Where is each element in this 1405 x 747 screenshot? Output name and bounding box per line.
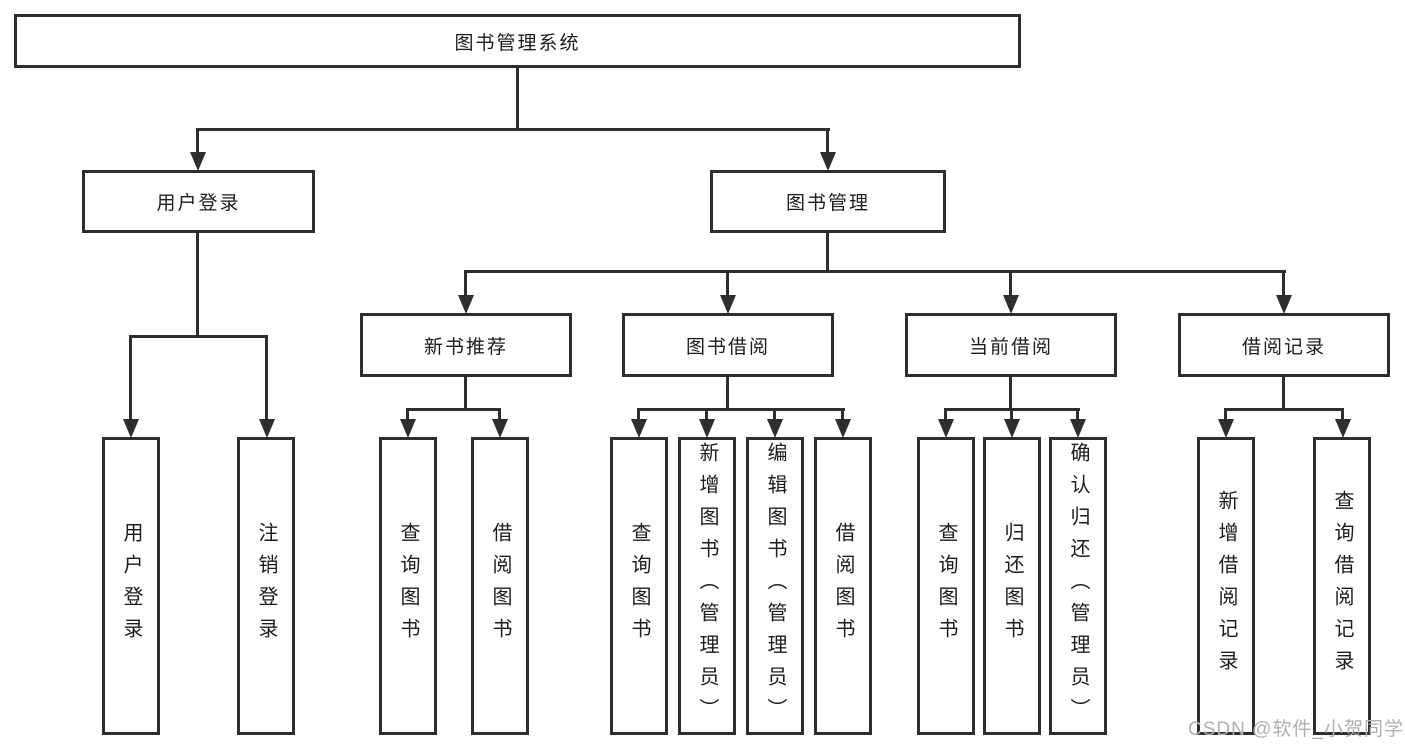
connector-drop-leaf [265, 335, 268, 423]
node-borrow-records: 借阅记录 [1178, 313, 1390, 377]
leaf-borrow-books: 借阅图书 [814, 437, 872, 735]
leaf-add-book-admin: 新增图书（管理员） [678, 437, 736, 735]
leaf-query-borrow-record: 查询借阅记录 [1313, 437, 1371, 735]
node-user-login: 用户登录 [82, 170, 315, 233]
node-book-management: 图书管理 [710, 170, 946, 233]
connector-mgmt-hline [464, 270, 1286, 273]
connector-recommend-hline [406, 408, 501, 411]
arrow-down-icon [820, 152, 836, 171]
arrow-down-icon [720, 295, 736, 314]
arrow-down-icon [123, 419, 139, 438]
node-book-borrow: 图书借阅 [622, 313, 834, 377]
connector-drop-leaf [1341, 408, 1344, 424]
connector-drop-leaf [944, 408, 947, 424]
arrow-down-icon [1335, 419, 1351, 438]
node-new-book-recommend: 新书推荐 [360, 313, 572, 377]
arrow-down-icon [400, 419, 416, 438]
leaf-logout: 注销登录 [237, 437, 295, 735]
leaf-query-books-borrow: 查询图书 [610, 437, 668, 735]
arrow-down-icon [767, 419, 783, 438]
arrow-down-icon [938, 419, 954, 438]
connector-drop-mgmt [826, 128, 829, 156]
arrow-down-icon [1070, 419, 1086, 438]
connector-drop-leaf [1224, 408, 1227, 424]
connector-drop-level2 [464, 270, 467, 300]
connector-borrow-hline [637, 408, 845, 411]
arrow-down-icon [458, 295, 474, 314]
arrow-down-icon [699, 419, 715, 438]
arrow-down-icon [1003, 295, 1019, 314]
leaf-return-book: 归还图书 [983, 437, 1041, 735]
leaf-edit-book-admin: 编辑图书（管理员） [746, 437, 804, 735]
leaf-user-login: 用户登录 [102, 437, 160, 735]
connector-drop-leaf [705, 408, 708, 424]
node-current-borrow: 当前借阅 [905, 313, 1117, 377]
connector-drop-leaf [637, 408, 640, 424]
connector-drop-leaf [1076, 408, 1079, 424]
leaf-query-books-recommend: 查询图书 [379, 437, 437, 735]
watermark-text: CSDN @软件_小贺同学 [1188, 719, 1404, 740]
connector-drop-level2 [1282, 270, 1285, 300]
leaf-query-books-current: 查询图书 [917, 437, 975, 735]
leaf-borrow-books-recommend: 借阅图书 [471, 437, 529, 735]
leaf-add-borrow-record: 新增借阅记录 [1197, 437, 1255, 735]
connector-drop-login [196, 128, 199, 156]
arrow-down-icon [190, 152, 206, 171]
connector-root-stem [516, 68, 519, 130]
connector-drop-leaf [498, 408, 501, 424]
connector-mgmt-stem [826, 233, 829, 272]
connector-drop-leaf [841, 408, 844, 424]
connector-login-hline [129, 335, 268, 338]
arrow-down-icon [1218, 419, 1234, 438]
arrow-down-icon [835, 419, 851, 438]
arrow-down-icon [259, 419, 275, 438]
arrow-down-icon [631, 419, 647, 438]
connector-root-hline [196, 128, 830, 131]
connector-records-hline [1224, 408, 1344, 411]
leaf-confirm-return-admin: 确认归还（管理员） [1049, 437, 1107, 735]
connector-login-stem [196, 233, 199, 338]
arrow-down-icon [1004, 419, 1020, 438]
node-root-system: 图书管理系统 [14, 14, 1021, 68]
connector-drop-leaf [129, 335, 132, 423]
arrow-down-icon [1276, 295, 1292, 314]
connector-current-stem [1009, 377, 1012, 411]
connector-drop-leaf [773, 408, 776, 424]
connector-drop-level2 [1009, 270, 1012, 300]
connector-records-stem [1282, 377, 1285, 411]
connector-borrow-stem [726, 377, 729, 411]
connector-drop-level2 [726, 270, 729, 300]
connector-recommend-stem [464, 377, 467, 411]
connector-drop-leaf [1010, 408, 1013, 424]
arrow-down-icon [492, 419, 508, 438]
connector-drop-leaf [406, 408, 409, 424]
